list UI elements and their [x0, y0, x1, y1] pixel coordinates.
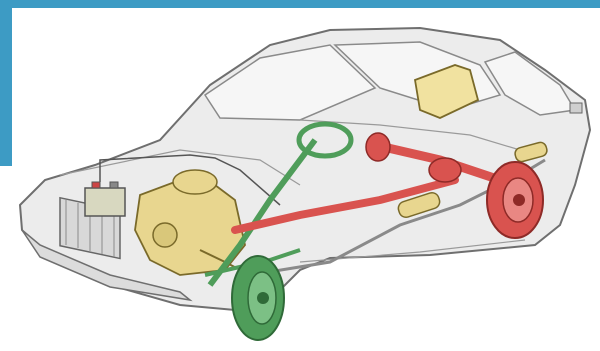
rear-brake-drum-left	[366, 133, 390, 161]
tail-light	[570, 103, 582, 113]
battery	[85, 188, 125, 216]
front-wheel-center	[257, 292, 269, 304]
engine-pulley	[153, 223, 177, 247]
battery-terminal-positive	[92, 182, 100, 188]
rear-wheel-center	[513, 194, 525, 206]
differential	[429, 158, 461, 182]
air-filter	[173, 170, 217, 194]
battery-terminal-negative	[110, 182, 118, 188]
